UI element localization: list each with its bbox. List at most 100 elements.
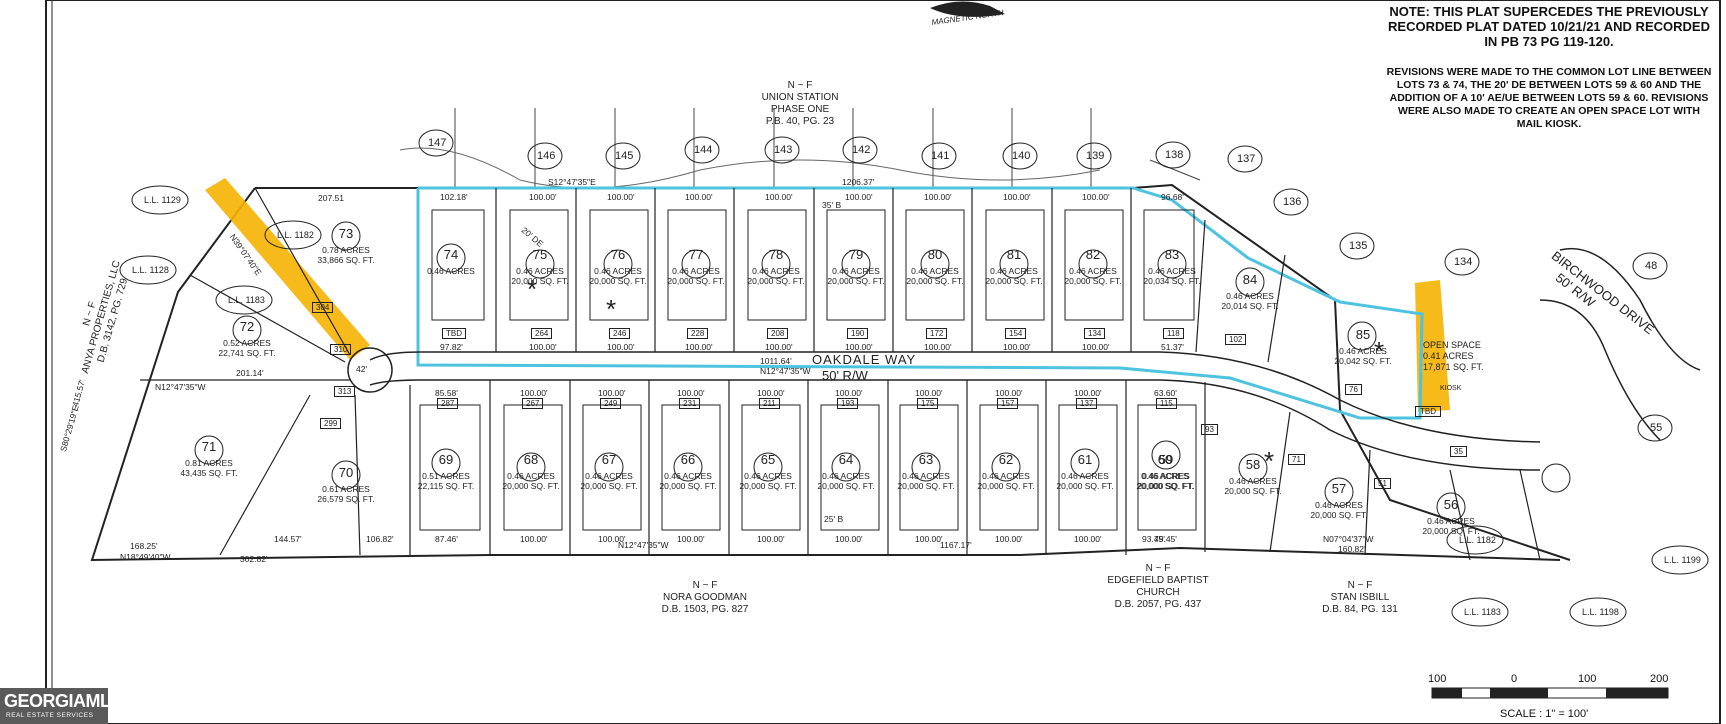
frontage-dimension: 100.00' bbox=[765, 342, 793, 352]
lot-address: 190 bbox=[847, 328, 869, 339]
lot-sqft: 20,000 SQ. FT. bbox=[827, 276, 885, 286]
lot-sqft: 20,000 SQ. FT. bbox=[747, 276, 805, 286]
neighbor-lot-number: 146 bbox=[537, 150, 556, 162]
lot-acres: 0.51 ACRES bbox=[422, 471, 470, 481]
lot-address: 208 bbox=[767, 328, 789, 339]
lot-number: 65 bbox=[760, 452, 776, 467]
dim-arc-42: 42' bbox=[356, 364, 368, 374]
land-lot-label: L.L. 1182 bbox=[1459, 535, 1496, 545]
lot-number: 70 bbox=[338, 465, 354, 480]
lot-acres: 0.46 ACRES bbox=[1061, 471, 1109, 481]
plat-note-body: REVISIONS WERE MADE TO THE COMMON LOT LI… bbox=[1386, 66, 1712, 130]
lot-number: 67 bbox=[601, 452, 617, 467]
lot-acres: 0.46 ACRES bbox=[664, 471, 712, 481]
open-space-address: TBD bbox=[1415, 406, 1441, 417]
lot-acres: 0.46 ACRES bbox=[911, 266, 959, 276]
neighbor-lot-number: 136 bbox=[1283, 196, 1302, 208]
lot-number: 64 bbox=[838, 452, 854, 467]
lot-acres: 0.46 ACRES bbox=[990, 266, 1038, 276]
lot-address: 76 bbox=[1345, 384, 1362, 395]
scale-label: SCALE : 1" = 100' bbox=[1500, 708, 1589, 720]
lot-address: 35 bbox=[1450, 446, 1467, 457]
lot-address: TBD bbox=[442, 328, 466, 339]
land-lot-label: L.L. 1198 bbox=[1582, 607, 1619, 617]
lot-sqft: 43,435 SQ. FT. bbox=[180, 468, 238, 478]
frontage-dimension: 100.00' bbox=[1003, 192, 1031, 202]
lot-acres: 0.81 ACRES bbox=[185, 458, 233, 468]
lot-address: 137 bbox=[1076, 398, 1098, 409]
revision-boundary bbox=[416, 186, 1424, 420]
lot-acres: 0.46 ACRES bbox=[1427, 516, 1475, 526]
lot-number: 59 bbox=[1158, 452, 1174, 467]
frontage-dimension: 100.00' bbox=[835, 534, 863, 544]
land-lot-ovals bbox=[119, 185, 1709, 627]
frontage-dimension: 79.45' bbox=[1154, 534, 1177, 544]
lot-address: 287 bbox=[437, 398, 459, 409]
lot-number: 60 bbox=[1157, 452, 1173, 467]
lot-sqft: 20,000 SQ. FT. bbox=[1064, 276, 1122, 286]
frontage-dimension: 102.18' bbox=[440, 192, 468, 202]
lot-address: 313 bbox=[334, 386, 356, 397]
lot-sqft: 20,000 SQ. FT. bbox=[502, 481, 560, 491]
frontage-dimension: 100.00' bbox=[520, 388, 548, 398]
frontage-dimension: 100.00' bbox=[757, 534, 785, 544]
lot-acres: 0.46 ACRES bbox=[1148, 266, 1196, 276]
lot-sqft: 20,000 SQ. FT. bbox=[589, 276, 647, 286]
north-arrow-icon bbox=[930, 1, 1005, 17]
frontage-dimension: 100.00' bbox=[924, 342, 952, 352]
neighbor-lot-number: 138 bbox=[1165, 149, 1184, 161]
lot-number: 71 bbox=[201, 439, 217, 454]
lot-acres: 0.46 ACRES bbox=[1339, 346, 1387, 356]
cul-de-sac bbox=[347, 347, 393, 393]
lot-sqft: 33,866 SQ. FT. bbox=[317, 255, 375, 265]
frontage-dimension: 100.00' bbox=[924, 192, 952, 202]
lot-sqft: 20,000 SQ. FT. bbox=[1310, 510, 1368, 520]
frontage-dimension: 51.37' bbox=[1161, 342, 1184, 352]
lot-address: 231 bbox=[679, 398, 701, 409]
lot-sqft: 20,000 SQ. FT. bbox=[739, 481, 797, 491]
revision-asterisks: **** bbox=[527, 274, 1384, 476]
neighbor-lot-number: 135 bbox=[1349, 240, 1368, 252]
frontage-dimension: 100.00' bbox=[1003, 342, 1031, 352]
scale-tick: 0 bbox=[1511, 673, 1518, 685]
frontage-dimension: 100.00' bbox=[835, 388, 863, 398]
lot-address: 267 bbox=[522, 398, 544, 409]
lot-sqft: 20,000 SQ. FT. bbox=[1056, 481, 1114, 491]
neighbor-lot-circles bbox=[418, 129, 1673, 442]
lot-address: 102 bbox=[1225, 334, 1247, 345]
lot-acres: 0.52 ACRES bbox=[223, 338, 271, 348]
lot-address: 193 bbox=[837, 398, 859, 409]
frontage-dimension: 100.00' bbox=[520, 534, 548, 544]
lot-address: 172 bbox=[926, 328, 948, 339]
plat-border bbox=[45, 0, 1721, 724]
neighbor-lot-number: 141 bbox=[931, 150, 950, 162]
birchwood-drive-edge-2 bbox=[1539, 299, 1661, 441]
bearing-stan-length: 160.82' bbox=[1338, 544, 1366, 554]
bearing-top-length: 1206.37' bbox=[842, 177, 875, 187]
highlight-lot-line-59-60 bbox=[1415, 280, 1450, 412]
lot-address: 228 bbox=[687, 328, 709, 339]
lot-number: 62 bbox=[998, 452, 1014, 467]
frontage-dimension: 100.00' bbox=[995, 534, 1023, 544]
lot-acres: 0.46 ACRES bbox=[1069, 266, 1117, 276]
bearing-bottom-length: 1167.17' bbox=[940, 540, 972, 550]
dim-left-w1: 207.51 bbox=[318, 193, 344, 203]
lot-sqft: 20,000 SQ. FT. bbox=[659, 481, 717, 491]
road-bearing: N12°47'35"W bbox=[760, 366, 811, 376]
land-lot-label: L.L. 1182 bbox=[277, 230, 314, 240]
frontage-dimension: 100.00' bbox=[677, 388, 705, 398]
lot-acres: 0.46 ACRES bbox=[982, 471, 1030, 481]
lot-address: 134 bbox=[1084, 328, 1106, 339]
logo-tagline: REAL ESTATE SERVICES bbox=[6, 712, 94, 719]
lot-number: 84 bbox=[1242, 272, 1258, 287]
lot-sqft: 22,115 SQ. FT. bbox=[417, 481, 475, 491]
lot-number: 80 bbox=[927, 247, 943, 262]
frontage-dimension: 100.00' bbox=[1082, 342, 1110, 352]
